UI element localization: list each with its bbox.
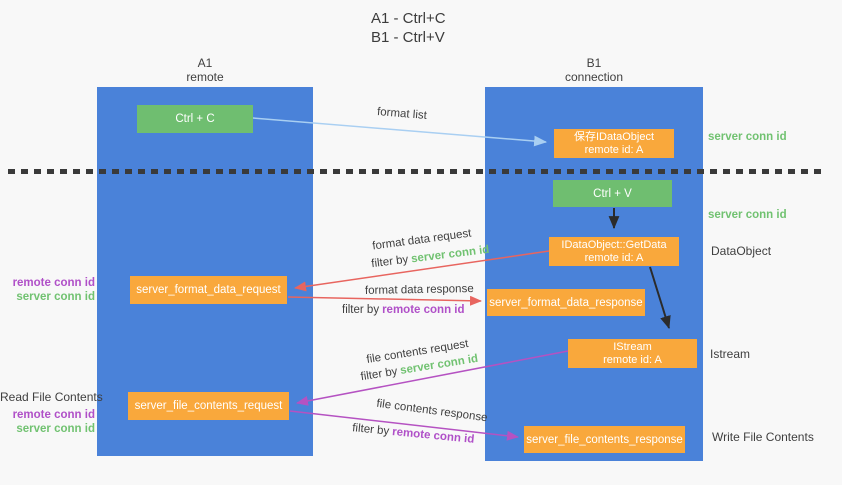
- lane-a1-subtitle: remote: [186, 70, 224, 84]
- node-server-format-data-request: server_format_data_request: [130, 276, 287, 304]
- right-label-write-file-contents: Write File Contents: [712, 430, 814, 444]
- node-save-idataobject-line1: 保存IDataObject: [573, 130, 655, 143]
- left-label-remote-conn-id-2: remote conn id: [12, 409, 95, 421]
- diagram-title: A1 - Ctrl+C B1 - Ctrl+V: [371, 9, 446, 47]
- lane-b1-subtitle: connection: [564, 70, 624, 84]
- node-format-response-label: server_format_data_response: [489, 296, 643, 309]
- node-istream: IStream remote id: A: [568, 339, 697, 368]
- right-label-server-conn-id-1: server conn id: [708, 131, 787, 143]
- left-label-remote-conn-id-1: remote conn id: [12, 277, 95, 289]
- filter-by-text: filter by: [342, 304, 380, 316]
- left-label-read-file-contents: Read File Contents: [0, 390, 103, 404]
- node-server-file-contents-response: server_file_contents_response: [524, 426, 685, 453]
- node-file-response-label: server_file_contents_response: [526, 433, 683, 446]
- lane-a1-name: A1: [197, 56, 213, 70]
- lane-header-a1: A1 remote: [97, 56, 313, 84]
- node-file-request-label: server_file_contents_request: [134, 400, 283, 412]
- filter-by-text: filter by: [359, 365, 399, 384]
- right-label-istream: Istream: [710, 347, 751, 361]
- server-conn-id-text: server conn id: [410, 243, 490, 266]
- node-save-idataobject: 保存IDataObject remote id: A: [554, 129, 674, 158]
- lane-header-b1: B1 connection: [485, 56, 703, 84]
- label-format-data-response: format data response: [364, 283, 474, 297]
- node-idataobject-getdata: IDataObject::GetData remote id: A: [549, 237, 679, 266]
- label-format-list: format list: [376, 106, 428, 122]
- title-line-2: B1 - Ctrl+V: [371, 29, 445, 46]
- node-server-format-data-response: server_format_data_response: [487, 289, 645, 316]
- right-label-dataobject: DataObject: [711, 244, 772, 258]
- node-format-request-label: server_format_data_request: [136, 284, 281, 296]
- node-ctrl-c: Ctrl + C: [137, 105, 253, 133]
- filter-by-text: filter by: [370, 253, 409, 271]
- left-label-server-conn-id-1: server conn id: [16, 291, 95, 303]
- label-file-contents-response: file contents response: [375, 397, 489, 425]
- node-getdata-line1: IDataObject::GetData: [561, 238, 667, 251]
- remote-conn-id-text: remote conn id: [382, 304, 465, 316]
- filter-by-text: filter by: [351, 422, 390, 438]
- node-server-file-contents-request: server_file_contents_request: [128, 392, 289, 420]
- node-ctrl-v-label: Ctrl + V: [593, 187, 632, 200]
- lane-b1-name: B1: [586, 56, 602, 70]
- node-getdata-line2: remote id: A: [584, 251, 644, 264]
- remote-conn-id-text: remote conn id: [391, 425, 475, 446]
- node-istream-line1: IStream: [613, 340, 652, 353]
- title-line-1: A1 - Ctrl+C: [371, 10, 446, 27]
- dashed-separator-line: [8, 169, 823, 174]
- node-ctrl-c-label: Ctrl + C: [175, 113, 215, 125]
- node-istream-line2: remote id: A: [603, 353, 662, 366]
- arrow-format-data-response: [287, 295, 482, 306]
- node-ctrl-v: Ctrl + V: [553, 180, 672, 207]
- right-label-server-conn-id-2: server conn id: [708, 209, 787, 221]
- node-save-idataobject-line2: remote id: A: [584, 143, 644, 156]
- left-label-server-conn-id-2: server conn id: [16, 423, 95, 435]
